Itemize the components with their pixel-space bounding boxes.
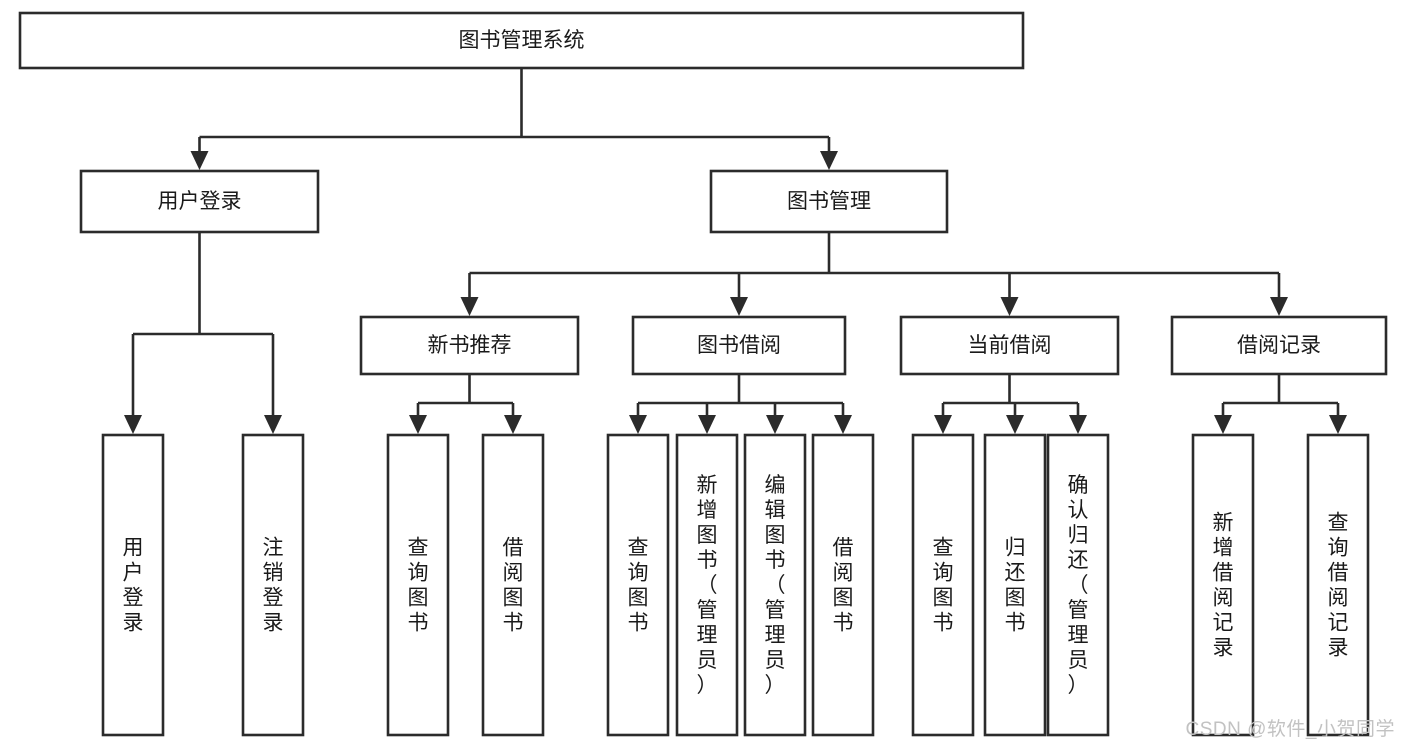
node-label-root: 图书管理系统 [459,29,585,52]
arrow-head-edit-book-admin [766,415,784,434]
arrow-head-user-logout [264,415,282,434]
arrow-head-borrow-book-1 [504,415,522,434]
node-label-borrow-book-2: 借阅图书 [833,537,854,635]
node-confirm-return-admin[interactable]: 确认归还（管理员） [1046,433,1110,737]
node-box-query-borrow-record [1306,433,1370,737]
node-box-borrow-book-1 [481,433,545,737]
arrow-head-return-book [1006,415,1024,434]
node-box-user-login [79,169,320,234]
node-label-borrow-book-1: 借阅图书 [503,537,524,635]
node-query-book-2[interactable]: 查询图书 [606,433,670,737]
node-label-current-borrow: 当前借阅 [968,334,1052,357]
node-label-user-login-do: 用户登录 [123,537,144,635]
arrow-head-user-login-do [124,415,142,434]
node-box-query-book-3 [911,433,975,737]
node-label-borrow-record: 借阅记录 [1237,334,1321,357]
node-label-query-book-2: 查询图书 [628,537,649,635]
arrow-head-query-book-3 [934,415,952,434]
node-borrow-book-2[interactable]: 借阅图书 [811,433,875,737]
node-label-add-borrow-record: 新增借阅记录 [1213,512,1234,660]
node-box-query-book-1 [386,433,450,737]
node-new-book-recommend[interactable]: 新书推荐 [359,315,580,376]
arrow-head-borrow-record [1270,297,1288,316]
node-current-borrow[interactable]: 当前借阅 [899,315,1120,376]
node-box-borrow-book-2 [811,433,875,737]
node-user-login[interactable]: 用户登录 [79,169,320,234]
arrow-head-user-login [190,151,209,170]
node-label-confirm-return-admin: 确认归还（管理员） [1068,474,1089,697]
node-label-query-book-1: 查询图书 [408,537,429,635]
node-box-new-book-recommend [359,315,580,376]
node-edit-book-admin[interactable]: 编辑图书（管理员） [743,433,807,737]
node-user-login-do[interactable]: 用户登录 [101,433,165,737]
node-box-user-logout [241,433,305,737]
arrow-head-book-borrow [730,297,748,316]
arrow-head-add-book-admin [698,415,716,434]
node-root[interactable]: 图书管理系统 [18,11,1025,70]
node-query-book-3[interactable]: 查询图书 [911,433,975,737]
node-label-add-book-admin: 新增图书（管理员） [697,474,718,697]
node-box-book-manage [709,169,949,234]
node-box-return-book [983,433,1047,737]
node-add-book-admin[interactable]: 新增图书（管理员） [675,433,739,737]
node-query-book-1[interactable]: 查询图书 [386,433,450,737]
connector-layer [124,68,1347,434]
arrow-head-add-borrow-record [1214,415,1232,434]
node-return-book[interactable]: 归还图书 [983,433,1047,737]
node-user-logout[interactable]: 注销登录 [241,433,305,737]
node-box-edit-book-admin [743,433,807,737]
node-query-borrow-record[interactable]: 查询借阅记录 [1306,433,1370,737]
node-box-current-borrow [899,315,1120,376]
node-book-borrow[interactable]: 图书借阅 [631,315,847,376]
node-label-query-borrow-record: 查询借阅记录 [1328,512,1349,660]
node-label-book-borrow: 图书借阅 [697,334,781,357]
node-label-return-book: 归还图书 [1005,537,1026,635]
node-layer: 图书管理系统用户登录图书管理用户登录注销登录新书推荐图书借阅当前借阅借阅记录查询… [18,11,1388,737]
node-box-add-book-admin [675,433,739,737]
arrow-head-query-book-2 [629,415,647,434]
node-box-add-borrow-record [1191,433,1255,737]
node-box-borrow-record [1170,315,1388,376]
node-box-query-book-2 [606,433,670,737]
arrow-head-query-book-1 [409,415,427,434]
arrow-head-query-borrow-record [1329,415,1347,434]
arrow-head-book-manage [820,151,838,170]
node-box-confirm-return-admin [1046,433,1110,737]
node-label-query-book-3: 查询图书 [933,537,954,635]
node-book-manage[interactable]: 图书管理 [709,169,949,234]
arrow-head-confirm-return-admin [1069,415,1087,434]
node-box-user-login-do [101,433,165,737]
node-borrow-book-1[interactable]: 借阅图书 [481,433,545,737]
node-label-book-manage: 图书管理 [787,190,871,213]
arrow-head-new-book-recommend [460,297,479,316]
arrow-head-current-borrow [1000,297,1019,316]
node-box-book-borrow [631,315,847,376]
node-label-user-logout: 注销登录 [263,537,284,635]
node-label-user-login: 用户登录 [158,190,242,213]
arrow-head-borrow-book-2 [834,415,852,434]
node-label-new-book-recommend: 新书推荐 [428,334,512,357]
node-box-root [18,11,1025,70]
node-label-edit-book-admin: 编辑图书（管理员） [765,474,786,697]
node-add-borrow-record[interactable]: 新增借阅记录 [1191,433,1255,737]
node-borrow-record[interactable]: 借阅记录 [1170,315,1388,376]
